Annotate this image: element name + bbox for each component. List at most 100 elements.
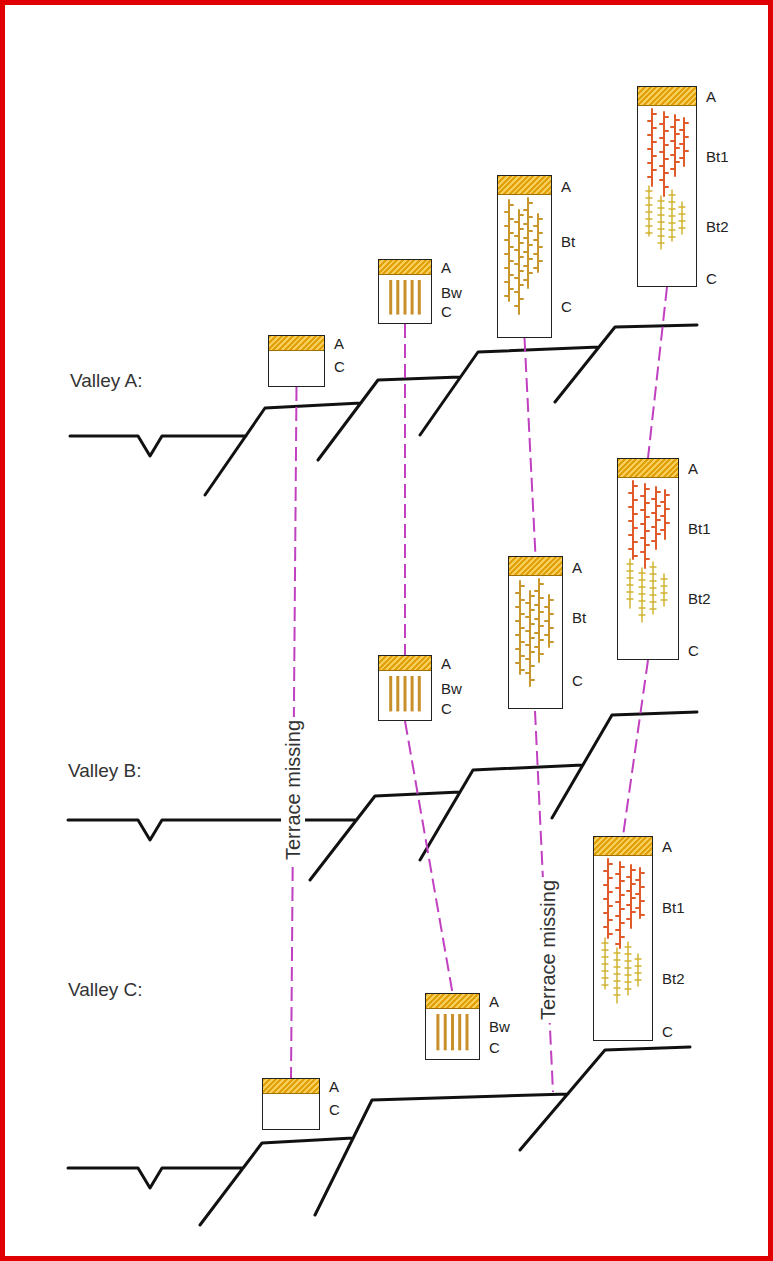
soil-structure (635, 954, 641, 986)
soil-profile: ABwC (425, 993, 480, 1060)
soil-structure (646, 186, 652, 236)
a-horizon-hatch (426, 994, 479, 1009)
bw-structure (444, 1014, 447, 1050)
soil-structure (671, 115, 679, 176)
bw-structure (404, 280, 407, 315)
horizon-pattern (426, 994, 478, 1058)
horizon-pattern (379, 656, 430, 719)
horizon-label: A (662, 838, 672, 855)
horizon-label: C (572, 672, 583, 689)
soil-profile: AC (268, 335, 325, 387)
soil-structure (660, 112, 668, 196)
a-horizon-hatch (618, 459, 678, 478)
correlation-line (525, 338, 536, 556)
soil-structure (636, 868, 644, 918)
soil-structure (627, 865, 635, 928)
missing-terrace-label: Terrace missing (536, 877, 560, 1023)
valley-a-ground (70, 325, 697, 495)
correlation-line (623, 660, 648, 836)
horizon-pattern (509, 557, 561, 707)
soil-structure (602, 938, 608, 989)
a-horizon-hatch (379, 656, 431, 671)
soil-profile: ABtC (508, 556, 563, 709)
soil-structure (505, 200, 513, 301)
horizon-label: Bt2 (662, 970, 685, 987)
horizon-label: A (441, 655, 451, 672)
horizon-label: Bt1 (706, 148, 729, 165)
soil-structure (669, 190, 675, 241)
soil-profile: AC (262, 1078, 320, 1130)
bw-structure (389, 676, 392, 711)
horizon-label: A (706, 88, 716, 105)
horizon-label: A (688, 460, 698, 477)
horizon-label: C (662, 1023, 673, 1040)
soil-structure (614, 948, 620, 1003)
horizon-pattern (263, 1079, 318, 1128)
soil-structure (652, 487, 660, 549)
bw-structure (396, 676, 399, 711)
horizon-label: A (329, 1078, 339, 1095)
bw-structure (451, 1014, 454, 1050)
bw-structure (466, 1014, 469, 1050)
soil-structure (627, 559, 633, 608)
bw-structure (418, 280, 421, 315)
horizon-label: A (441, 259, 451, 276)
valley-c-ground (68, 1047, 690, 1225)
horizon-label: C (688, 642, 699, 659)
soil-profile: ABtC (497, 175, 552, 338)
horizon-label: C (441, 700, 452, 717)
horizon-label: Bw (489, 1018, 510, 1035)
a-horizon-hatch (638, 87, 696, 106)
correlation-line (405, 721, 453, 993)
a-horizon-hatch (263, 1079, 319, 1094)
a-horizon-hatch (594, 837, 652, 856)
soil-structure (516, 581, 524, 674)
horizon-label: C (329, 1101, 340, 1118)
horizon-label: Bt1 (662, 899, 685, 916)
soil-structure (524, 198, 532, 288)
soil-structure (535, 579, 543, 662)
soil-structure (661, 490, 669, 539)
bw-structure (404, 676, 407, 711)
horizon-pattern (269, 336, 323, 385)
horizon-label: C (441, 303, 452, 320)
horizon-pattern (379, 260, 430, 322)
soil-profile: ABt1Bt2C (637, 86, 697, 287)
horizon-label: Bw (441, 680, 462, 697)
horizon-label: C (489, 1039, 500, 1056)
horizon-label: A (334, 335, 344, 352)
a-horizon-hatch (269, 336, 324, 351)
horizon-label: Bt2 (688, 590, 711, 607)
soil-structure (526, 591, 534, 686)
horizon-label: C (706, 270, 717, 287)
horizon-label: Bw (441, 284, 462, 301)
bw-structure (458, 1014, 461, 1050)
horizon-pattern (618, 459, 677, 658)
bw-structure (396, 280, 399, 315)
horizon-label: Bt (561, 233, 575, 250)
soil-structure (629, 481, 637, 559)
a-horizon-hatch (509, 557, 562, 576)
soil-profile: ABwC (378, 655, 432, 721)
horizon-label: Bt (572, 609, 586, 626)
soil-structure (679, 202, 685, 234)
horizon-label: C (561, 298, 572, 315)
valley-label: Valley C: (68, 979, 143, 1002)
soil-structure (641, 484, 649, 568)
bw-structure (436, 1014, 439, 1050)
soil-profile: ABwC (378, 259, 432, 324)
horizon-pattern (498, 176, 550, 336)
correlation-line (404, 324, 406, 655)
horizon-pattern (638, 87, 695, 285)
horizon-label: Bt1 (688, 520, 711, 537)
a-horizon-hatch (379, 260, 431, 275)
soil-structure (661, 574, 667, 606)
horizon-label: Bt2 (706, 218, 729, 235)
soil-structure (604, 859, 612, 938)
missing-terrace-label: Terrace missing (281, 717, 305, 863)
soil-structure (534, 214, 542, 272)
soil-structure (680, 118, 688, 166)
bw-structure (418, 676, 421, 711)
correlation-line (648, 287, 667, 458)
bw-structure (411, 280, 414, 315)
